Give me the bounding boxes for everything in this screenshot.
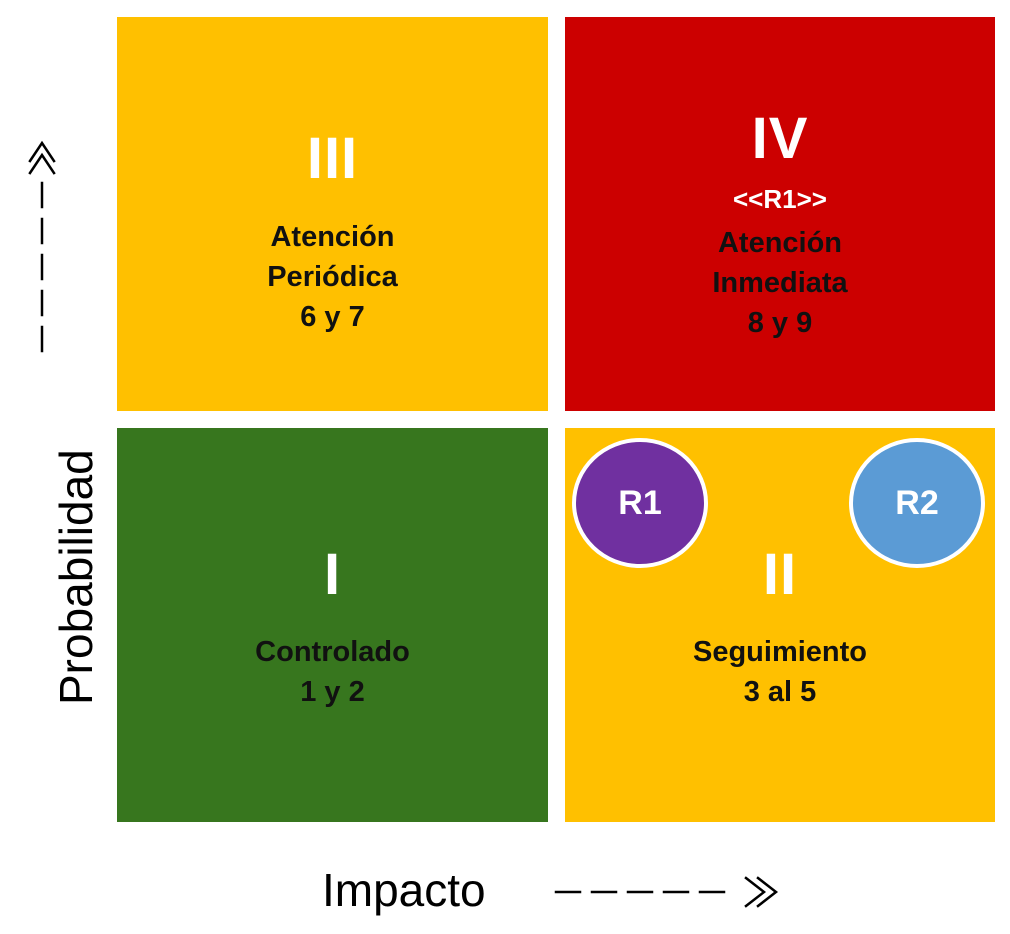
- quadrant-numeral: II: [762, 542, 798, 607]
- quadrant-score-range: 1 y 2: [300, 676, 365, 708]
- quadrant-text-line: Seguimiento: [692, 636, 867, 668]
- risk-marker-r2: R2: [849, 438, 985, 568]
- quadrant-description: Seguimiento 3 al 5: [565, 632, 995, 712]
- x-axis-label: Impacto: [322, 864, 486, 916]
- y-axis-arrow-icon: [28, 140, 56, 353]
- quadrant-text-line: Controlado: [255, 636, 410, 668]
- quadrant-text-line: Inmediata: [712, 267, 848, 299]
- x-axis-arrow-icon: [554, 876, 779, 908]
- quadrant-score-range: 6 y 7: [300, 301, 365, 333]
- quadrant-description: Atención Periódica 6 y 7: [117, 217, 548, 337]
- quadrant-IV-attention-immediate: IV <<R1>> Atención Inmediata 8 y 9: [565, 17, 995, 411]
- quadrant-numeral: III: [306, 126, 359, 191]
- quadrant-III-attention-periodic: III Atención Periódica 6 y 7: [117, 17, 548, 411]
- y-axis-label: Probabilidad: [50, 449, 102, 705]
- quadrant-score-range: 8 y 9: [747, 307, 813, 339]
- quadrant-I-controlled: I Controlado 1 y 2: [117, 428, 548, 822]
- quadrant-description: Controlado 1 y 2: [117, 632, 548, 712]
- quadrant-description: Atención Inmediata 8 y 9: [565, 223, 995, 343]
- quadrant-text-line: Periódica: [267, 261, 398, 293]
- risk-marker-r1: R1: [572, 438, 708, 568]
- quadrant-text-line: Atención: [270, 221, 395, 253]
- quadrant-numeral: I: [323, 542, 342, 607]
- quadrant-score-range: 3 al 5: [743, 676, 817, 708]
- quadrant-risk-tag: <<R1>>: [733, 184, 827, 214]
- quadrant-numeral: IV: [751, 106, 809, 171]
- quadrant-text-line: Atención: [717, 227, 843, 259]
